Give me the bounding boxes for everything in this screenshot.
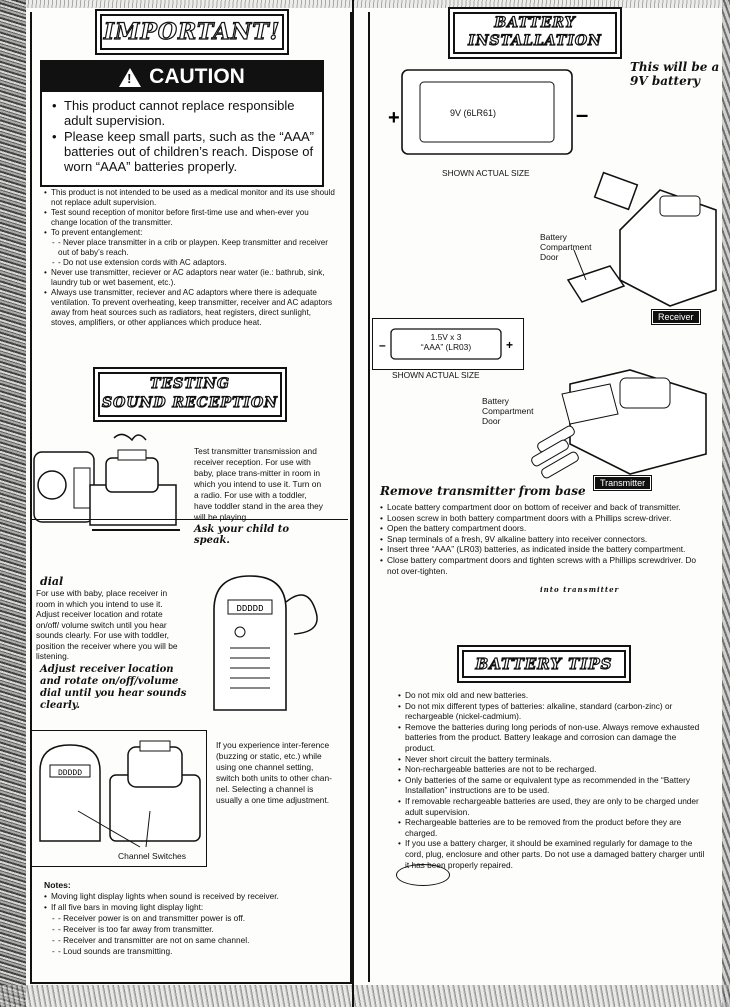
note-item: - Receiver and transmitter are not on sa… — [44, 935, 334, 946]
channel-illustration: DDDDD Channel Switches — [30, 730, 207, 867]
notes-list: Moving light display lights when sound i… — [44, 891, 334, 957]
radio-transmitter-illustration — [30, 430, 186, 540]
safety-note: Always use transmitter, reciever and AC … — [44, 288, 336, 328]
strike-line — [30, 519, 348, 520]
transmitter-tag: Transmitter — [592, 475, 653, 491]
important-banner: IMPORTANT! — [100, 14, 284, 50]
caution-title: CAUTION — [149, 65, 245, 88]
receiver-tag: Receiver — [651, 309, 701, 325]
battery-aaa-label-line1: 1.5V x 3 — [430, 332, 462, 342]
caution-box: ! CAUTION This product cannot replace re… — [40, 60, 324, 187]
shown-actual-size-1: SHOWN ACTUAL SIZE — [442, 168, 530, 178]
tip-item: Remove the batteries during long periods… — [398, 722, 706, 754]
caution-item: Please keep small parts, such as the “AA… — [52, 129, 316, 174]
battery-aaa-illustration: – + 1.5V x 3 “AAA” (LR03) — [372, 318, 524, 370]
safety-note: - Never place transmitter in a crib or p… — [44, 238, 336, 258]
note-item: - Receiver power is on and transmitter p… — [44, 913, 334, 924]
install-step: Close battery compartment doors and tigh… — [380, 555, 710, 576]
two-units-drawing: DDDDD — [39, 740, 201, 848]
warning-triangle-icon: ! — [119, 67, 142, 87]
safety-note: - Do not use extension cords with AC ada… — [44, 258, 336, 268]
scan-edge-top — [0, 0, 730, 8]
compartment-label-1: Battery Compartment Door — [540, 232, 592, 262]
scan-edge-right — [722, 0, 730, 1007]
receiver-drawing: DDDDD — [213, 575, 318, 711]
caution-item: This product cannot replace responsible … — [52, 98, 316, 128]
safety-note: Never use transmitter, reciever or AC ad… — [44, 268, 336, 288]
caution-list: This product cannot replace responsible … — [52, 98, 316, 174]
test-paragraph-2-box: For use with baby, place receiver in roo… — [36, 588, 186, 661]
installation-banner: BATTERY INSTALLATION — [453, 12, 617, 54]
test-paragraph-3: If you experience inter-ference (buzzing… — [216, 740, 332, 805]
compartment-label-2: Battery Compartment Door — [482, 396, 534, 426]
caution-header: ! CAUTION — [42, 62, 322, 92]
install-step: Open the battery compartment doors. — [380, 523, 710, 534]
battery-9v-label: 9V (6LR61) — [450, 108, 497, 118]
handwritten-9v-note: This will be a 9V battery — [630, 60, 720, 88]
handwritten-circle-mark — [396, 864, 450, 886]
note-item: Moving light display lights when sound i… — [44, 891, 334, 902]
installation-steps: Locate battery compartment door on botto… — [380, 502, 710, 576]
test-paragraph-2: For use with baby, place receiver in roo… — [36, 588, 178, 661]
svg-text:DDDDD: DDDDD — [236, 604, 263, 614]
receiver-compartment-drawing — [566, 171, 717, 307]
note-item: If all five bars in moving light display… — [44, 902, 334, 913]
tip-item: Do not mix different types of batteries:… — [398, 701, 706, 722]
tip-item: Only batteries of the same or equivalent… — [398, 775, 706, 796]
handwritten-into-transmitter: into transmitter — [540, 585, 620, 594]
scan-edge-left — [0, 0, 26, 1007]
safety-notes: This product is not intended to be used … — [44, 188, 336, 328]
receiver-illustration: DDDDD — [200, 570, 330, 720]
right-column — [368, 12, 722, 982]
battery-tips-list: Do not mix old and new batteries. Do not… — [398, 690, 706, 870]
handwritten-note-1: Ask your child to speak. — [194, 524, 290, 546]
battery-9v-drawing: + – — [388, 69, 588, 155]
column-divider — [352, 0, 354, 1007]
handwritten-note-2: Adjust receiver location and rotate on/o… — [40, 664, 187, 711]
notes-title: Notes: — [44, 880, 71, 890]
tip-item: Rechargeable batteries are to be removed… — [398, 817, 706, 838]
test-paragraph-1: Test transmitter transmission and receiv… — [194, 446, 323, 522]
scan-edge-bottom — [0, 985, 730, 1007]
install-step: Insert three “AAA” (LR03) batteries, as … — [380, 544, 710, 555]
transmitter-compartment-illustration: Battery Compartment Door — [470, 364, 720, 484]
channel-switches-label: Channel Switches — [118, 851, 187, 861]
install-step: Snap terminals of a fresh, 9V alkaline b… — [380, 534, 710, 545]
install-step: Locate battery compartment door on botto… — [380, 502, 710, 513]
svg-text:–: – — [576, 102, 588, 127]
safety-note: Test sound reception of monitor before f… — [44, 208, 336, 228]
tip-item: If removable rechargeable batteries are … — [398, 796, 706, 817]
left-column — [30, 12, 352, 984]
handwritten-dial: dial — [40, 575, 64, 588]
battery-aaa-label-line2: “AAA” (LR03) — [420, 342, 472, 352]
tip-item: Non-rechargeable batteries are not to be… — [398, 764, 706, 775]
safety-note: To prevent entanglement: — [44, 228, 336, 238]
svg-text:+: + — [388, 107, 400, 129]
battery-tips-banner: BATTERY TIPS — [462, 650, 626, 678]
safety-note: This product is not intended to be used … — [44, 188, 336, 208]
tip-item: Never short circuit the battery terminal… — [398, 754, 706, 765]
battery-9v-illustration: + – 9V (6LR61) SHOWN ACTUAL SIZE — [380, 64, 596, 180]
svg-text:DDDDD: DDDDD — [58, 769, 82, 778]
testing-banner: TESTING SOUND RECEPTION — [98, 372, 282, 417]
tip-item: Do not mix old and new batteries. — [398, 690, 706, 701]
receiver-compartment-illustration: Battery Compartment Door — [520, 170, 720, 310]
battery-aaa-drawing: – + — [379, 328, 513, 360]
note-item: - Receiver is too far away from transmit… — [44, 924, 334, 935]
note-item: - Loud sounds are transmitting. — [44, 946, 334, 957]
handwritten-step: Remove transmitter from base — [380, 484, 586, 498]
shown-actual-size-2: SHOWN ACTUAL SIZE — [392, 370, 480, 380]
battery-aaa-label: 1.5V x 3 “AAA” (LR03) — [391, 332, 501, 352]
tip-item: If you use a battery charger, it should … — [398, 838, 706, 870]
svg-text:–: – — [379, 338, 386, 352]
install-step: Loosen screw in both battery compartment… — [380, 513, 710, 524]
svg-text:+: + — [506, 338, 513, 352]
radio-transmitter-drawing — [33, 433, 180, 531]
transmitter-compartment-drawing — [531, 369, 707, 479]
